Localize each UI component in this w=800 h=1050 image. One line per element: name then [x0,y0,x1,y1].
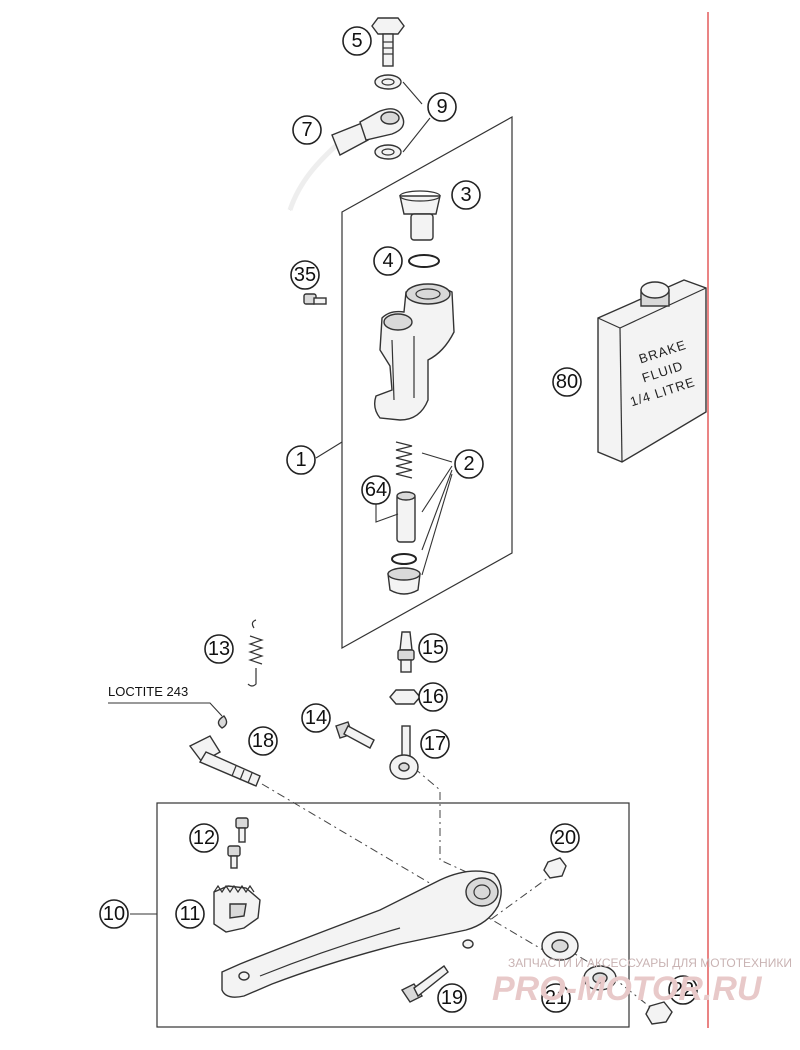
svg-text:10: 10 [103,903,125,925]
callout-15: 15 [418,633,448,663]
pedal-tip-part [213,884,261,933]
callout-64: 64 [361,475,391,505]
assembly-line-pivot [261,783,561,961]
svg-text:2: 2 [463,453,474,475]
callout-21: 21 [541,983,571,1013]
callout-80: 80 [552,367,582,397]
bearing-part [541,931,579,961]
callout-10: 10 [99,899,129,929]
callout-5: 5 [342,26,372,56]
brake-pedal-part [221,870,502,998]
callout-20: 20 [550,823,580,853]
svg-text:15: 15 [422,637,444,659]
loctite-note: LOCTITE 243 [108,684,188,699]
svg-text:64: 64 [365,479,387,501]
small-screw-part [303,293,327,305]
svg-text:13: 13 [208,638,230,660]
svg-text:18: 18 [252,730,274,752]
flange-bolt-part [645,1001,673,1025]
callout-22: 22 [668,975,698,1005]
callout-16: 16 [418,682,448,712]
brake-fluid-bottle-part [597,279,707,463]
svg-text:4: 4 [382,250,393,272]
banjo-bolt-part [371,17,405,67]
callout-11: 11 [175,899,205,929]
assembly-line-bearing [564,947,661,1016]
callout-13: 13 [204,634,234,664]
callout-17: 17 [420,729,450,759]
svg-text:12: 12 [193,827,215,849]
washer-bottom-part [374,144,402,160]
master-cylinder-part [373,283,455,421]
assembly-line-nut [489,871,557,921]
o-ring-part [408,254,440,268]
push-rod-part [397,631,415,673]
assembly-line-rod [413,767,496,886]
svg-text:22: 22 [672,979,694,1001]
callout-3: 3 [451,180,481,210]
cylinder-group-outline [341,115,513,650]
svg-text:20: 20 [554,827,576,849]
callout-7: 7 [292,115,322,145]
callout-1: 1 [286,445,316,475]
watermark-tagline: ЗАПЧАСТИ И АКСЕССУАРЫ ДЛЯ МОТОТЕХНИКИ [508,956,792,970]
callout-35: 35 [290,260,320,290]
bushing-part [583,965,617,991]
svg-text:3: 3 [460,184,471,206]
svg-text:9: 9 [436,96,447,118]
callout-14: 14 [301,703,331,733]
return-spring-part [247,619,264,687]
loctite-drop-icon [217,715,228,729]
svg-text:5: 5 [351,30,362,52]
callout-4: 4 [373,246,403,276]
pedal-nut-part [543,857,567,879]
callout-18: 18 [248,726,278,756]
clevis-part [389,725,419,780]
callout-12: 12 [189,823,219,853]
svg-text:21: 21 [545,987,567,1009]
pivot-bolt-part [188,735,261,787]
svg-text:11: 11 [180,903,201,925]
callout-9: 9 [427,92,457,122]
svg-text:16: 16 [422,686,444,708]
callout-19: 19 [437,983,467,1013]
watermark-site: PRO-MOTOR.RU [492,970,763,1008]
washer-top-part [374,74,402,90]
tip-screws-part [227,817,249,869]
piston-kit-part [387,441,421,595]
nut-part [389,689,421,705]
brake-hose-part [287,108,405,211]
callout-2: 2 [454,449,484,479]
pedal-bolt-part [400,965,449,1003]
reservoir-cap-part [399,190,441,241]
stop-bolt-part [335,721,375,749]
pedal-group-outline [156,802,630,1028]
svg-text:17: 17 [424,733,446,755]
svg-text:35: 35 [294,264,316,286]
svg-text:19: 19 [441,987,463,1009]
svg-text:7: 7 [301,119,312,141]
svg-text:14: 14 [305,707,327,729]
svg-text:1: 1 [295,449,306,471]
svg-text:80: 80 [556,371,578,393]
